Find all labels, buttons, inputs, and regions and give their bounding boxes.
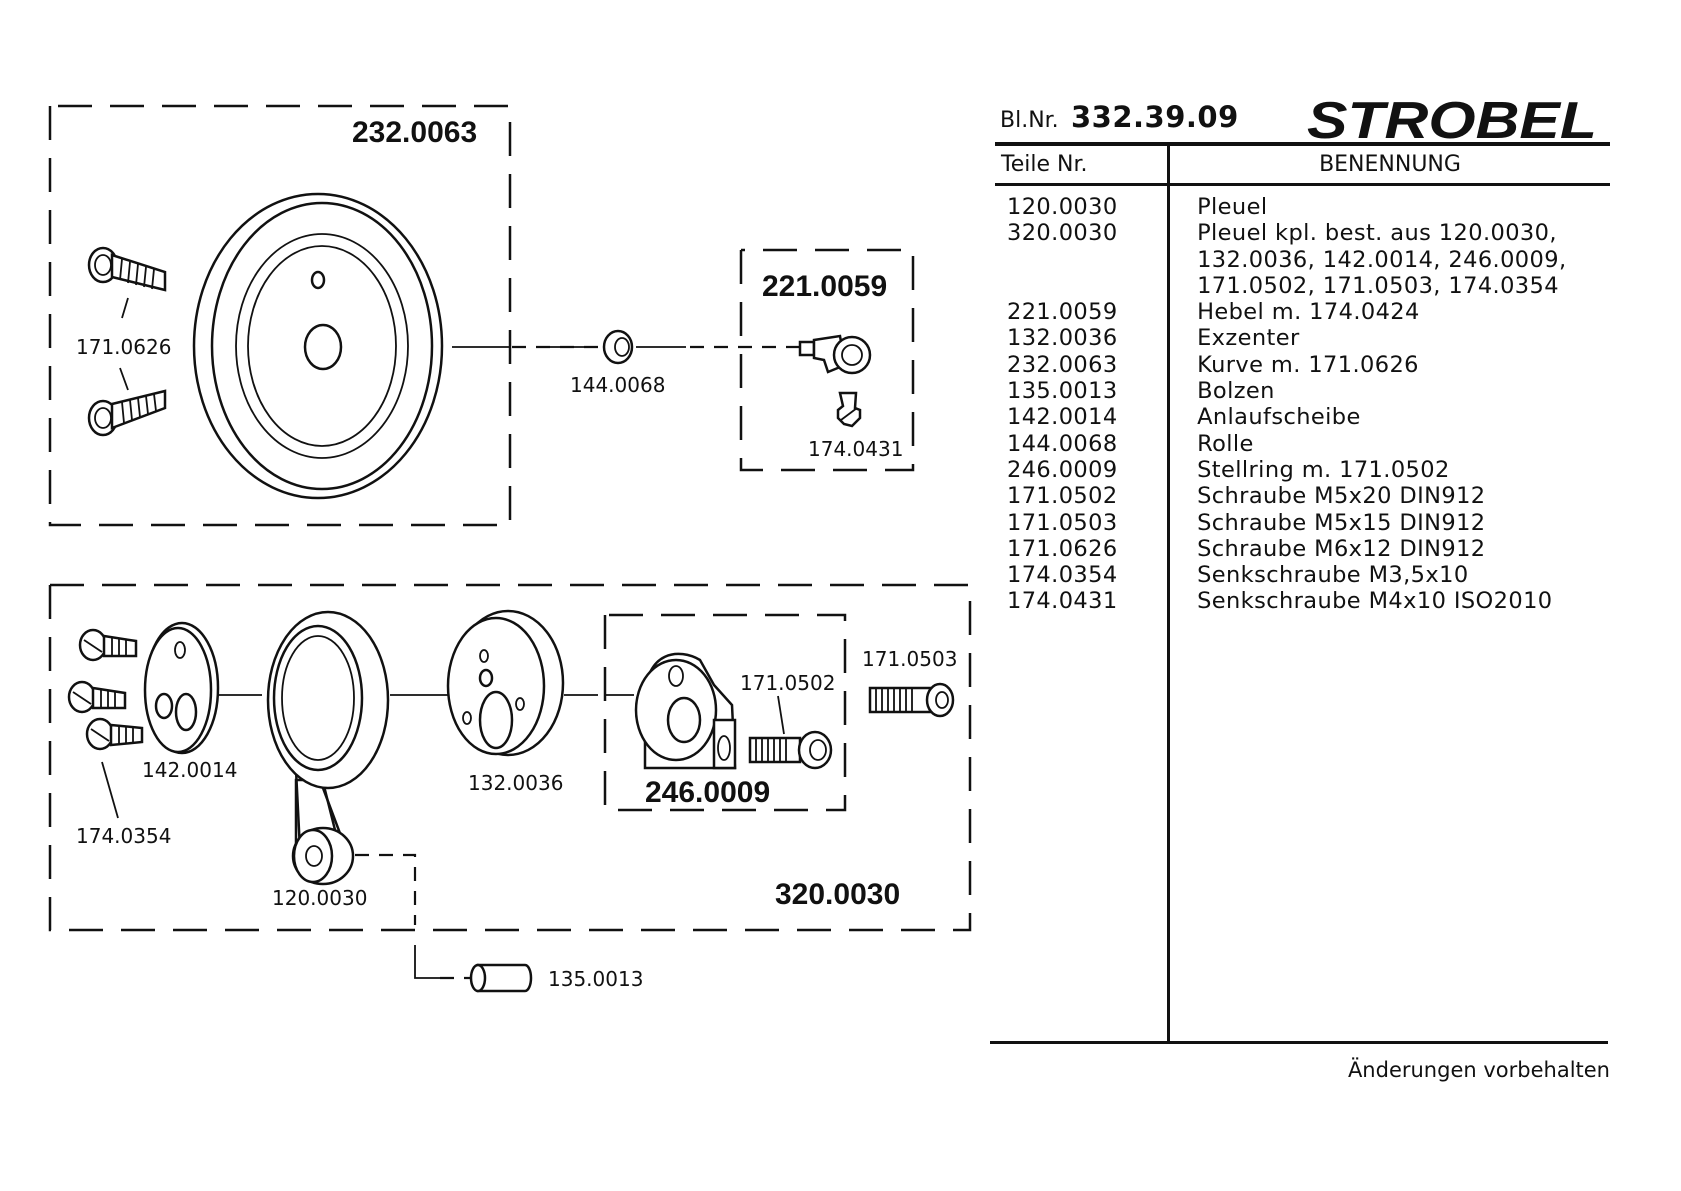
blatt-label: Bl.Nr. [1000, 108, 1059, 133]
hebel-lever [798, 334, 872, 375]
group-label-pleuel-kpl: 320.0030 [775, 878, 900, 911]
header-rule-top [995, 142, 1610, 146]
header-rule-bottom [995, 183, 1610, 186]
senkschraube-174-0354-1 [78, 628, 138, 662]
anlaufscheibe-thrust-washer [143, 621, 220, 755]
label-schraube-171-0503: 171.0503 [862, 647, 957, 671]
brand-name: STROBEL [1307, 92, 1597, 148]
schraube-171-0502 [748, 730, 833, 770]
label-screw-171-0626: 171.0626 [76, 335, 171, 359]
senkschraube-174-0354-2 [67, 680, 127, 714]
group-label-stellring: 246.0009 [645, 776, 770, 809]
exzenter-eccentric [446, 609, 565, 757]
pleuel-connecting-rod [266, 610, 390, 886]
label-pleuel: 120.0030 [272, 886, 367, 910]
bolzen-pin [469, 963, 533, 993]
group-label-kurve: 232.0063 [352, 116, 477, 149]
stellring-collar [634, 652, 737, 770]
label-exzenter: 132.0036 [468, 771, 563, 795]
schraube-171-0503 [868, 682, 955, 718]
label-schraube-171-0502: 171.0502 [740, 671, 835, 695]
group-label-hebel: 221.0059 [762, 270, 887, 303]
label-senkschraube-174-0354: 174.0354 [76, 824, 171, 848]
group-frame-pleuel-kpl [48, 583, 972, 932]
group-frame-hebel [739, 248, 915, 472]
screw-171-0626-bottom [87, 389, 167, 437]
exploded-parts-diagram: 232.0063 171.0626 144.0068 221.0059 [48, 104, 972, 993]
screw-171-0626-top [87, 246, 167, 292]
senkschraube-174-0354-3 [85, 717, 144, 751]
column-divider [1167, 142, 1170, 1042]
column-head-name: BENENNUNG [1319, 152, 1461, 177]
senkschraube-174-0431 [836, 391, 862, 428]
rolle-roller [602, 329, 634, 365]
strobel-logo: STROBEL [1307, 92, 1597, 148]
parts-list-sheet: Bl.Nr. 332.39.09 STROBEL Teile Nr. BENEN… [990, 92, 1610, 1092]
table-bottom-rule [990, 1041, 1608, 1044]
kurve-cam-disc [192, 192, 444, 500]
blatt-nummer: 332.39.09 [1071, 100, 1239, 134]
footer-note: Änderungen vorbehalten [1347, 1058, 1610, 1082]
label-rolle: 144.0068 [570, 373, 665, 397]
label-bolzen: 135.0013 [548, 967, 643, 991]
label-anlaufscheibe: 142.0014 [142, 758, 237, 782]
column-head-part-no: Teile Nr. [1001, 152, 1088, 177]
label-senkschraube-174-0431: 174.0431 [808, 437, 903, 461]
group-frame-stellring [603, 613, 847, 812]
